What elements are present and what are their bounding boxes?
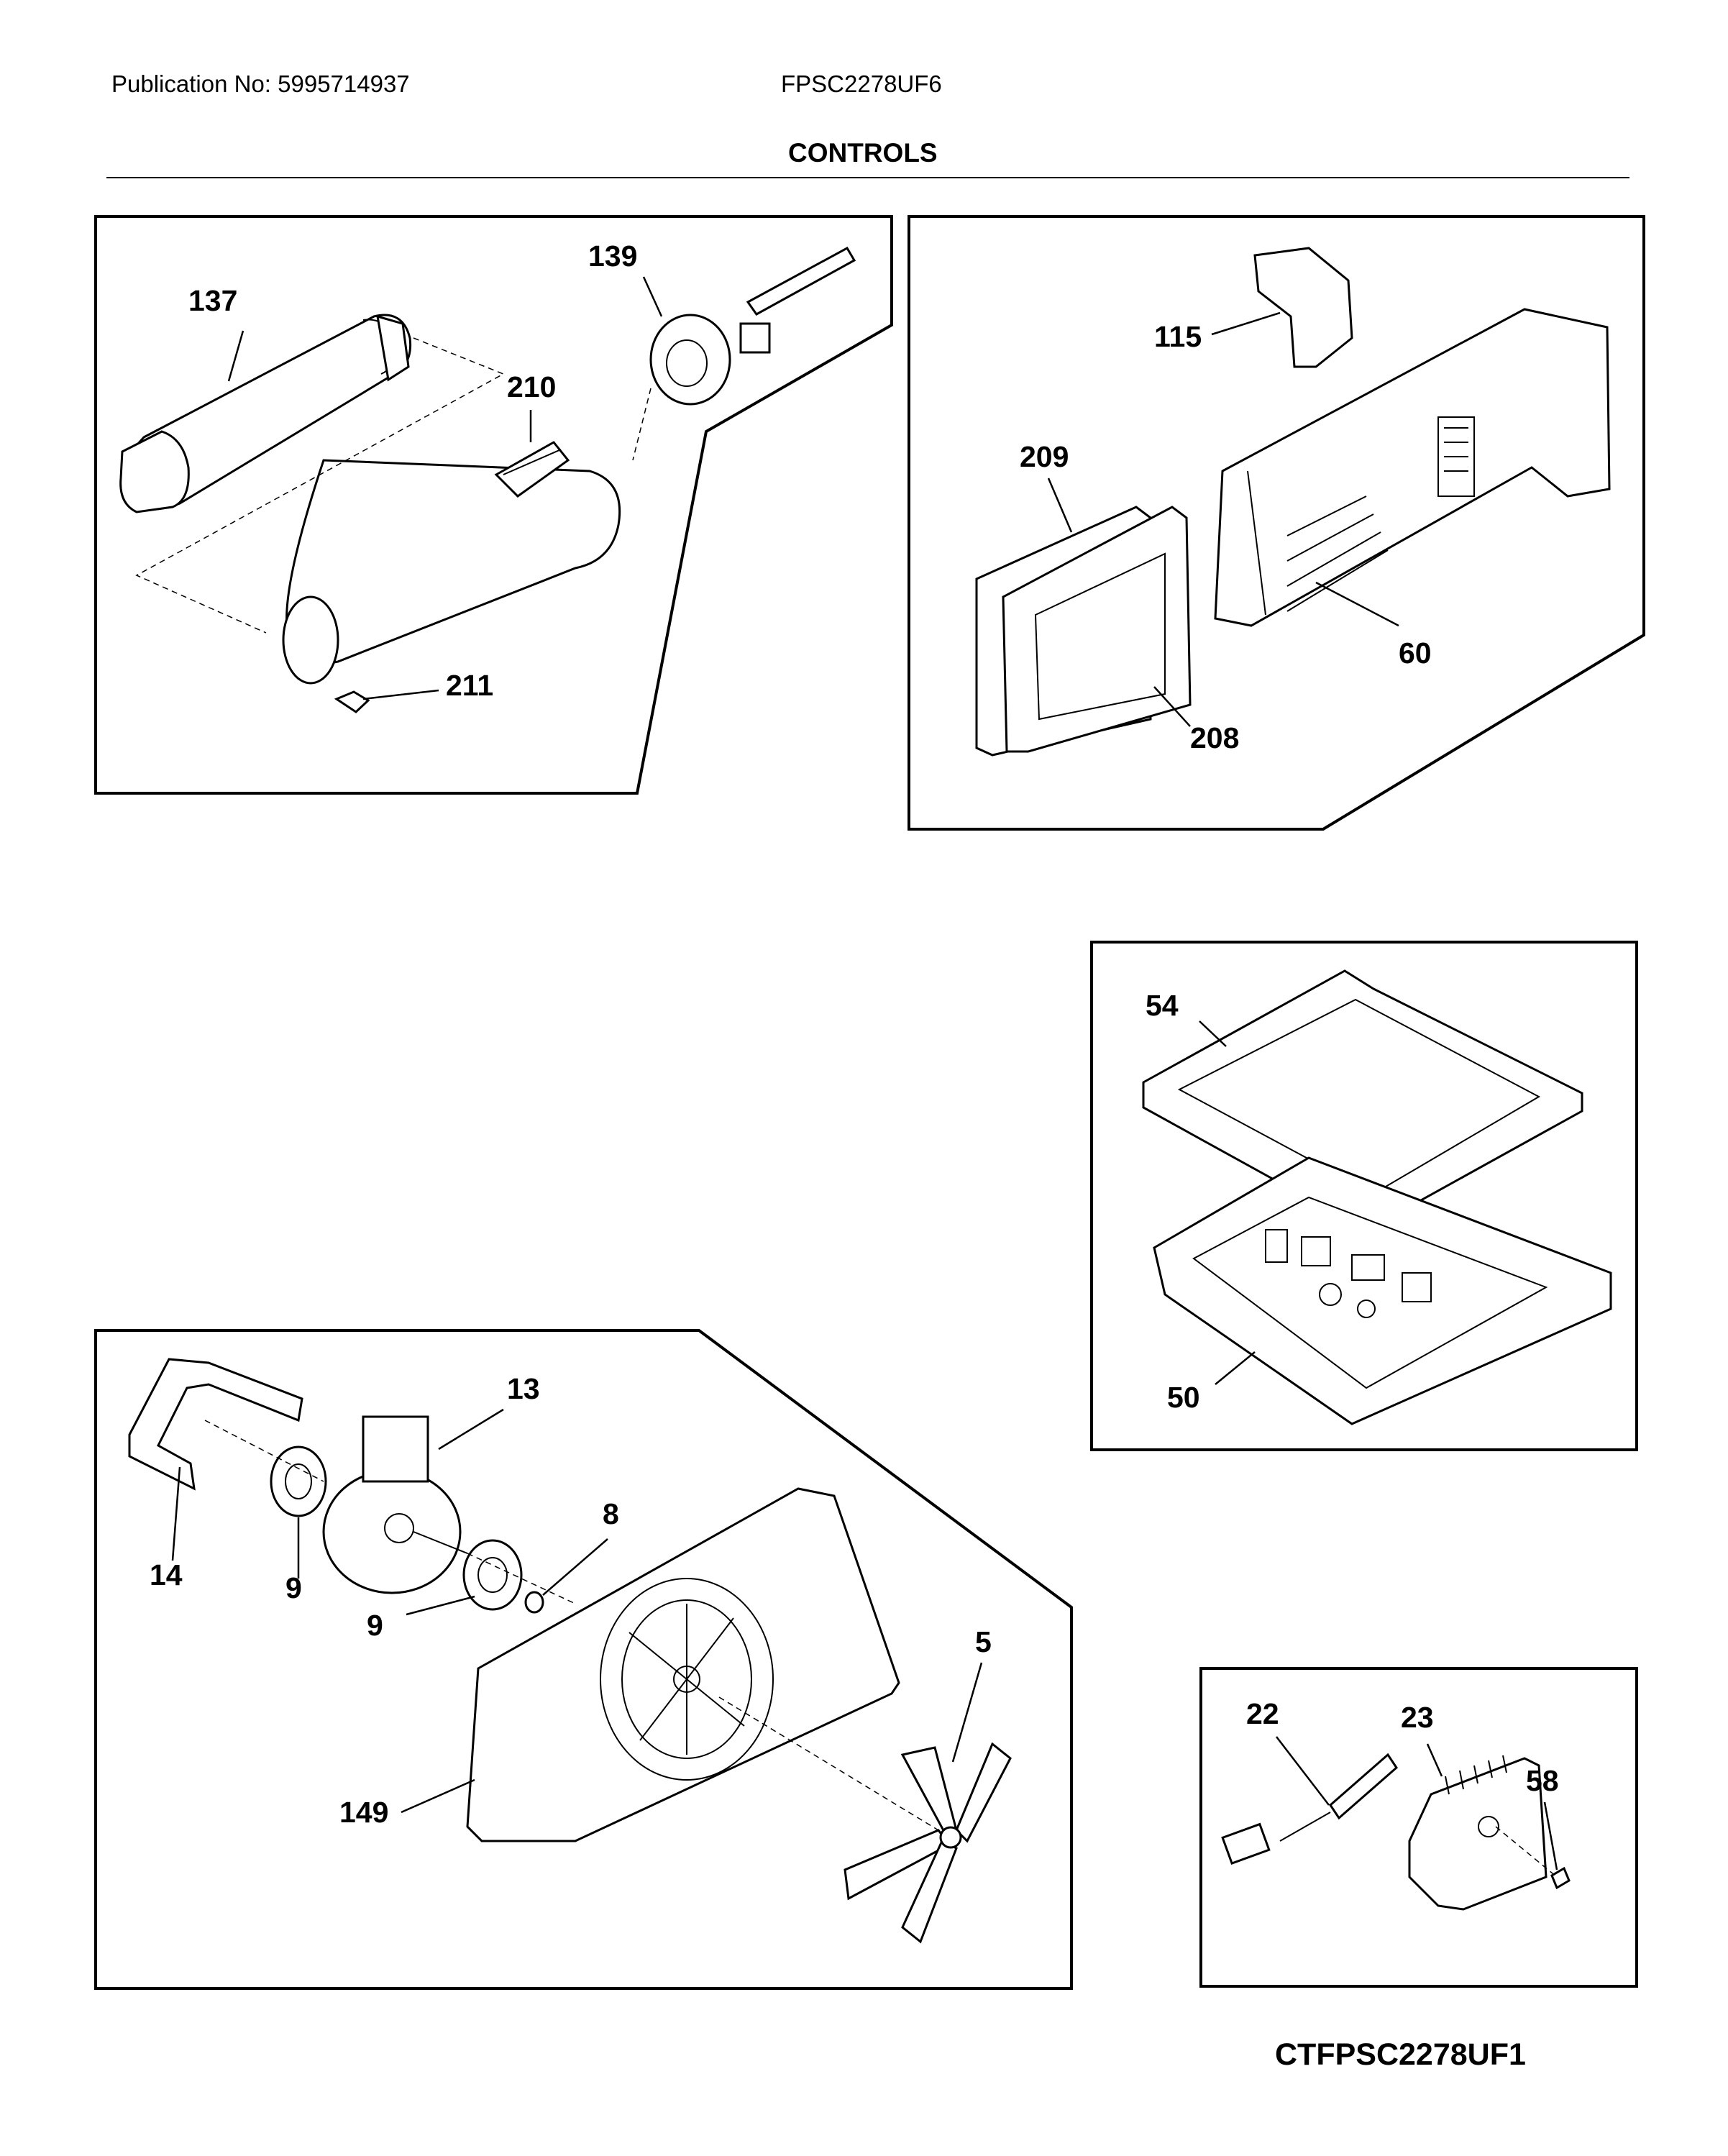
callout-5: 5 [975,1625,992,1658]
callout-149: 149 [339,1796,389,1829]
bracket-14-drawing [128,1358,303,1491]
publication-number: Publication No: 5995714937 [111,70,410,97]
callout-13: 13 [507,1372,540,1405]
callout-60: 60 [1399,636,1432,670]
fan-shroud-149-drawing [466,1487,900,1842]
callout-139: 139 [588,239,638,273]
callout-211: 211 [446,669,494,702]
callout-9-lower: 9 [367,1609,383,1642]
panel-air-filter [908,215,1645,831]
filter-head-drawing [649,246,856,406]
callout-54: 54 [1146,989,1179,1022]
filter-cartridge-drawing [119,314,412,513]
cover-60-drawing [1214,308,1611,627]
panel-thermistor [1199,1667,1638,1988]
callout-209: 209 [1020,440,1069,473]
section-title: CONTROLS [788,138,938,168]
fan-blade-5-drawing [844,1742,1012,1944]
panel-control-board [1090,941,1638,1451]
air-filter-drawing [975,506,1192,757]
filter-cap-drawing [334,690,370,713]
part-115-drawing [1253,247,1353,368]
sensor-22-drawing [1221,1753,1398,1865]
callout-8: 8 [603,1497,619,1530]
callout-137: 137 [188,284,238,317]
callout-208: 208 [1190,721,1240,754]
header-rule [106,177,1629,178]
callout-58: 58 [1526,1764,1559,1797]
callout-23: 23 [1401,1701,1434,1734]
cover-23-drawing [1408,1755,1548,1911]
grommet-9a-drawing [270,1445,327,1517]
callout-22: 22 [1246,1697,1279,1730]
callout-210: 210 [507,370,557,403]
callout-115: 115 [1154,320,1202,353]
screw-58-drawing [1550,1866,1571,1890]
grommet-9b-drawing [462,1539,523,1611]
diagram-code: CTFPSC2278UF1 [1275,2037,1526,2072]
model-number: FPSC2278UF6 [781,70,942,97]
panel-water-filter [94,215,893,795]
filter-housing-drawing [282,441,621,685]
callout-9-upper: 9 [285,1571,302,1604]
callout-50: 50 [1167,1381,1200,1414]
callout-14: 14 [150,1558,183,1591]
fan-motor-13-drawing [322,1415,468,1594]
panel-fan-assembly [94,1329,1073,1990]
washer-8-drawing [524,1591,544,1614]
board-housing-50-drawing [1153,1156,1612,1425]
